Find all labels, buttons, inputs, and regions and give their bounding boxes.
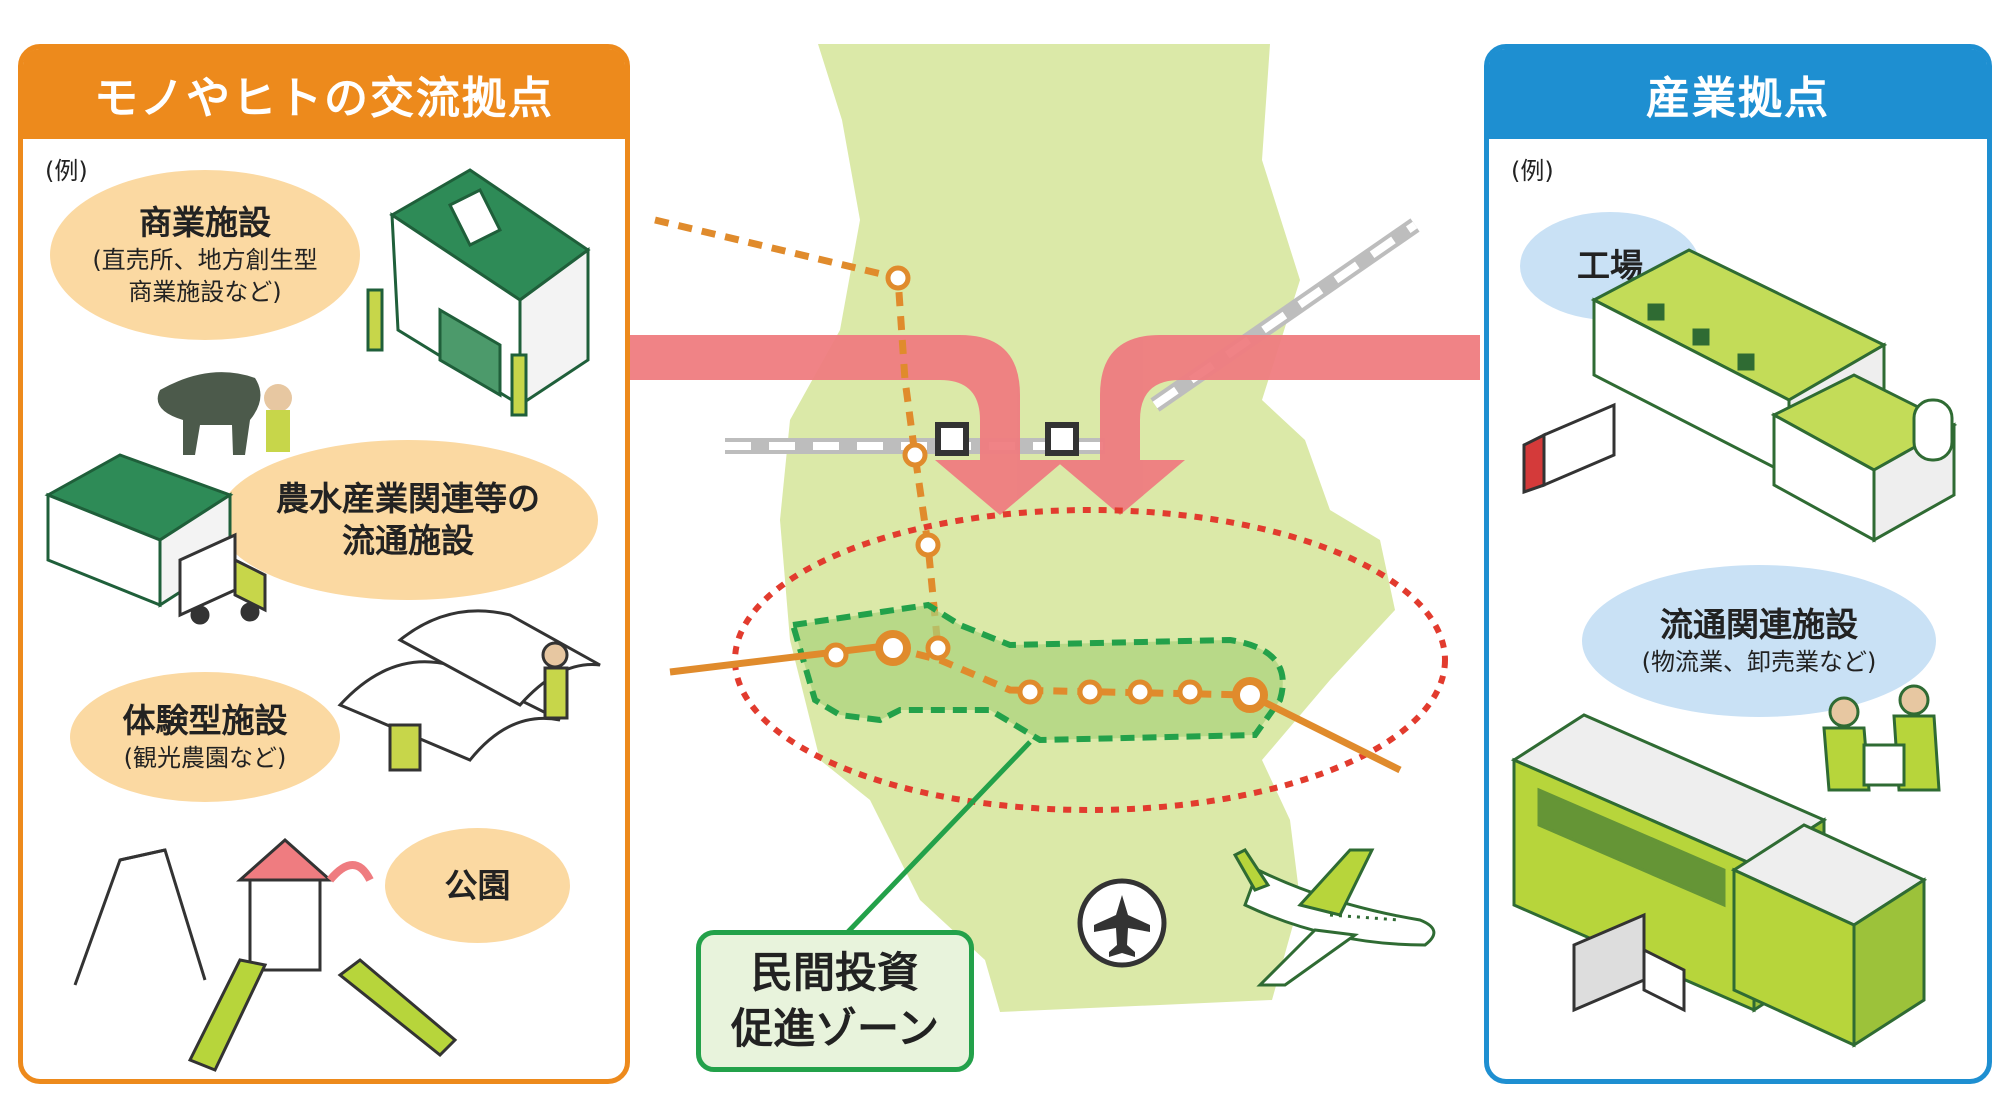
truck-icon: [1524, 405, 1614, 492]
investment-zone-label: 民間投資 促進ゾーン: [696, 930, 974, 1072]
map-land: [780, 44, 1395, 1012]
right-illustrations: [1484, 0, 2000, 1114]
greenhouse-icon: [340, 611, 600, 770]
factory-icon: [1594, 250, 1954, 540]
shop-icon: [368, 170, 588, 415]
left-illustrations: [0, 0, 640, 1114]
airport-icon: [1080, 881, 1164, 965]
playground-icon: [75, 840, 455, 1070]
worker-icon: [1824, 686, 1939, 790]
cow-icon: [158, 372, 292, 455]
